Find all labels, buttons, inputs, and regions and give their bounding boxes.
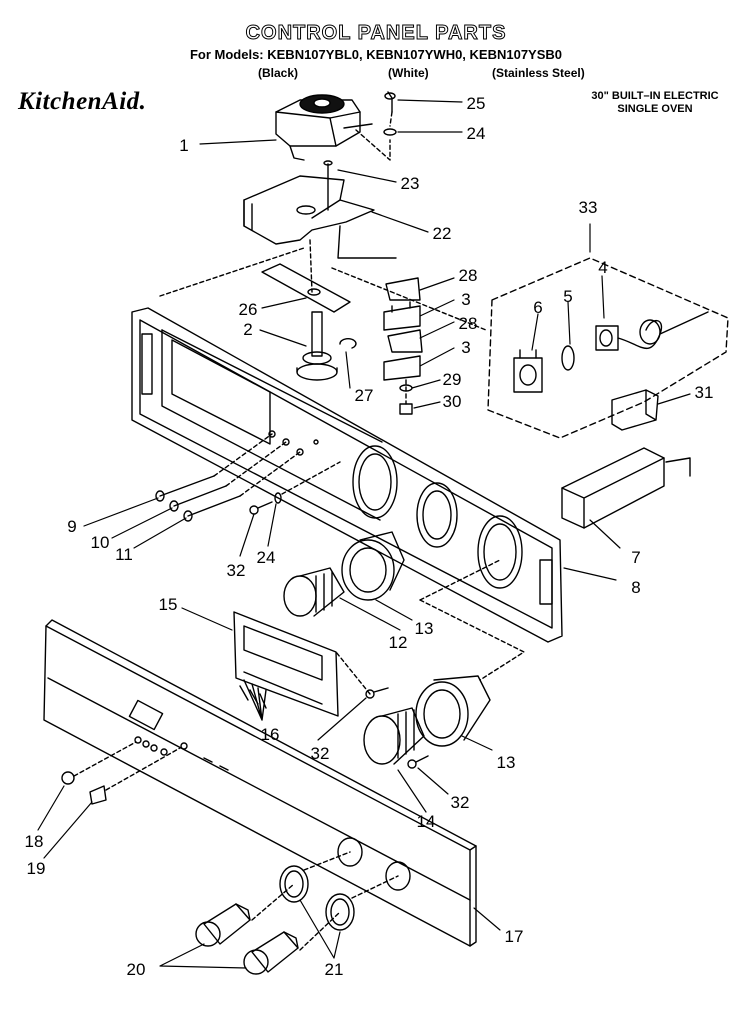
callout-12: 12 — [388, 633, 408, 652]
callout-20: 20 — [126, 960, 146, 979]
callout-26: 26 — [238, 300, 258, 319]
callout-2: 2 — [243, 320, 253, 339]
callout-32c: 32 — [450, 793, 470, 812]
part-30-nut — [399, 403, 413, 415]
callout-33: 33 — [578, 198, 598, 217]
part-1-timer-motor — [275, 94, 373, 161]
callout-27: 27 — [354, 386, 374, 405]
variant-white: (White) — [388, 66, 429, 80]
callout-5: 5 — [563, 287, 573, 306]
part-24-washer-b — [274, 492, 282, 504]
callout-3: 3 — [461, 290, 471, 309]
callout-18: 18 — [24, 832, 44, 851]
part-19-light — [89, 747, 181, 805]
part-24-washer — [383, 128, 397, 136]
part-22-bracket — [243, 175, 375, 245]
callout-4: 4 — [598, 258, 608, 277]
callout-22: 22 — [432, 224, 452, 243]
part-23-screw — [323, 160, 333, 211]
part-13-bracket-upper — [341, 531, 405, 601]
variant-black: (Black) — [258, 66, 299, 80]
part-33-kit-outline — [487, 257, 729, 439]
callout-32b: 32 — [310, 744, 330, 763]
callout-16: 16 — [260, 725, 280, 744]
part-15-control-board — [233, 611, 339, 717]
models-line: For Models: KEBN107YBL0, KEBN107YWH0, KE… — [189, 47, 563, 62]
part-25-screw — [384, 91, 396, 113]
part-9-screw — [155, 475, 215, 502]
part-10-screw — [169, 485, 227, 512]
callout-28b: 28 — [458, 314, 478, 333]
callout-31: 31 — [694, 383, 714, 402]
part-28-cam-upper — [385, 277, 421, 301]
part-14-knob-sleeve — [363, 707, 425, 765]
part-2-shaft — [296, 311, 338, 381]
callout-24: 24 — [466, 124, 486, 143]
part-32-screw-b — [365, 687, 389, 699]
part-17-front-panel — [43, 619, 477, 947]
part-21-bezel-a — [279, 865, 309, 903]
brand-logo: KitchenAid. — [18, 88, 147, 115]
callout-24b: 24 — [256, 548, 276, 567]
part-18-button — [61, 741, 137, 785]
leader-lines — [37, 99, 691, 969]
part-12-knob-sleeve — [283, 567, 345, 617]
callout-11: 11 — [115, 545, 133, 564]
callout-21: 21 — [324, 960, 344, 979]
part-27-clip — [339, 337, 357, 349]
callout-13: 13 — [414, 619, 434, 638]
oven-type-line1: 30" BUILT–IN ELECTRIC — [591, 90, 719, 102]
callout-29: 29 — [442, 370, 462, 389]
part-5-spacer — [561, 345, 575, 371]
callout-32a: 32 — [226, 561, 246, 580]
part-21-bezel-b — [325, 893, 355, 931]
part-31-connector — [611, 389, 659, 431]
callout-30: 30 — [442, 392, 462, 411]
callout-19: 19 — [26, 859, 46, 878]
part-3-switch-lower — [383, 355, 421, 381]
oven-type-line2: SINGLE OVEN — [617, 103, 693, 115]
part-11-screw — [183, 495, 241, 522]
part-4-thermostat — [595, 311, 709, 351]
variant-stainless: (Stainless Steel) — [492, 66, 585, 80]
callout-17: 17 — [504, 927, 524, 946]
part-8-control-panel-housing — [131, 307, 563, 643]
part-13-bracket-lower — [415, 675, 491, 747]
part-7-terminal-block — [561, 447, 691, 529]
page-title: CONTROL PANEL PARTS — [245, 22, 507, 45]
callout-14: 14 — [416, 812, 436, 831]
part-32-screw-a — [249, 501, 273, 515]
callout-15: 15 — [158, 595, 178, 614]
callout-3b: 3 — [461, 338, 471, 357]
part-32-screw-c — [407, 755, 429, 769]
callout-6: 6 — [533, 298, 543, 317]
part-20-knob-b — [243, 931, 299, 975]
callout-13b: 13 — [496, 753, 516, 772]
part-20-knob-a — [195, 903, 251, 947]
callout-28: 28 — [458, 266, 478, 285]
part-6-switch — [513, 349, 543, 393]
callout-1: 1 — [179, 136, 189, 155]
part-3-switch-upper — [383, 301, 421, 331]
callout-8: 8 — [631, 578, 641, 597]
callout-7: 7 — [631, 548, 641, 567]
callout-25: 25 — [466, 94, 486, 113]
part-26-plate — [261, 263, 351, 313]
part-28-cam-lower — [387, 329, 423, 353]
callout-23: 23 — [400, 174, 420, 193]
callout-9: 9 — [67, 517, 77, 536]
callout-10: 10 — [90, 533, 110, 552]
